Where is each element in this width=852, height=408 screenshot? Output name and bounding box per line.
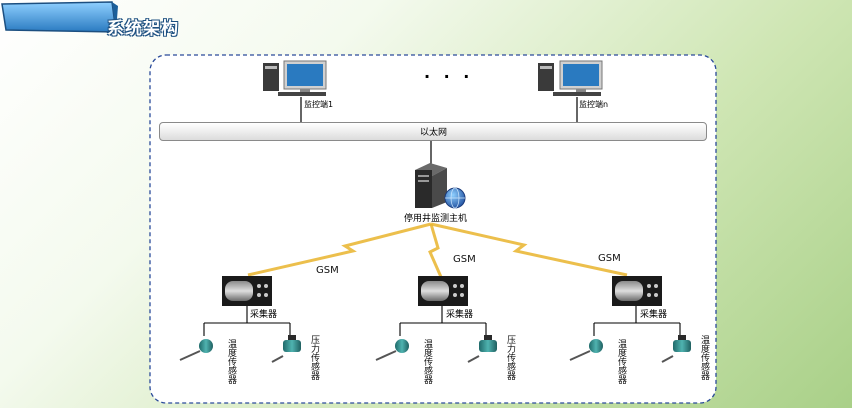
collector-icon: [418, 276, 468, 306]
gsm-label: GSM: [453, 254, 476, 265]
pressure-sensor-label: 压力传感器: [309, 335, 319, 380]
pressure-sensor-icon: [467, 335, 497, 363]
monitor-pc-icon: [263, 60, 327, 96]
gsm-link: [428, 223, 443, 278]
gsm-link: [430, 222, 628, 277]
ethernet-bus: [159, 122, 707, 141]
monitor-label: 监控端1: [304, 100, 334, 109]
pressure-sensor-icon: [271, 335, 301, 363]
collector-label: 采集器: [250, 310, 278, 320]
collector-icon: [222, 276, 272, 306]
temperature-sensor-label: 温度传感器: [699, 335, 709, 380]
collector-label: 采集器: [640, 310, 668, 320]
gsm-label: GSM: [316, 265, 339, 276]
pressure-sensor-label: 压力传感器: [505, 335, 515, 380]
temperature-sensor-label: 温度传感器: [226, 339, 236, 384]
ethernet-label: 以太网: [420, 128, 448, 138]
gsm-link: [247, 222, 432, 277]
gsm-label: GSM: [598, 253, 621, 264]
page-title: 系统架构: [107, 19, 179, 39]
server-icon: [415, 163, 466, 209]
temperature-sensor-icon: [569, 339, 603, 361]
temperature-sensor-label: 温度传感器: [616, 339, 626, 384]
collector-icon: [612, 276, 662, 306]
temperature-sensor-icon: [179, 339, 213, 361]
temperature-sensor-icon: [375, 339, 409, 361]
temperature-sensor-label: 温度传感器: [422, 339, 432, 384]
title-banner: [1, 1, 118, 33]
monitor-label: 监控端n: [579, 100, 609, 109]
host-label: 停用井监测主机: [404, 214, 468, 224]
collector-label: 采集器: [446, 310, 474, 320]
more-monitors-ellipsis: · · ·: [424, 67, 474, 86]
monitor-pc-icon: [538, 60, 603, 96]
pressure-sensor-icon: [661, 335, 691, 363]
